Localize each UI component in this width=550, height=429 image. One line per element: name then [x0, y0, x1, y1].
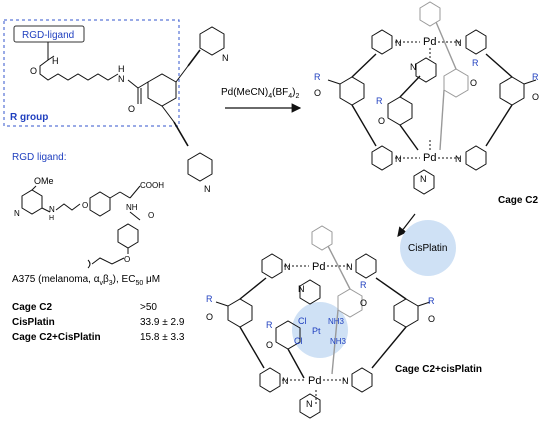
pyridine-n-top: N: [222, 53, 229, 63]
rgd-n1: N: [14, 209, 20, 218]
cisplatin-nh3-2: NH3: [330, 337, 347, 346]
cage-top-o4: O: [470, 78, 477, 88]
rgd-nh1: N: [49, 205, 55, 214]
cage-bottom-n5: N: [342, 376, 349, 386]
cage-bottom-o3: O: [266, 340, 273, 350]
cage-c2-cisplatin-structure: Pd Pd N N N N N N R O R O: [206, 225, 482, 419]
assay-row-name: Cage C2+CisPlatin: [12, 332, 101, 343]
cage-top-n5: N: [455, 154, 462, 164]
encapsulated-cisplatin-circle: [292, 302, 348, 358]
cage-bottom-o1: O: [206, 312, 213, 322]
pyridine-n-bottom: N: [204, 184, 211, 194]
cage-bottom-n4: N: [282, 376, 289, 386]
cage-top-n4: N: [395, 154, 402, 164]
cage-bottom-r3: R: [266, 320, 273, 330]
cage-top-r3: R: [376, 96, 383, 106]
cage-top-o2: O: [532, 92, 539, 102]
rgd-o2: O: [148, 211, 154, 220]
r-group-label: R group: [10, 112, 48, 123]
rgd-ligand-box: [13, 25, 85, 43]
cage-top-n6: N: [420, 174, 427, 184]
cage-bottom-r4: R: [360, 280, 367, 290]
amide-h-label: H: [118, 64, 125, 74]
ome-label: OMe: [34, 176, 54, 186]
cage-top-r1: R: [314, 72, 321, 82]
cage-c2-structure: Pd Pd N N N N N N R O R O: [314, 1, 539, 206]
cage-top-n3: N: [410, 62, 417, 72]
cage-top-o1: O: [314, 88, 321, 98]
cisplatin-nh3-1: NH3: [328, 317, 345, 326]
assay-row-name: CisPlatin: [12, 317, 55, 328]
rgd-ligand-box-label: RGD-ligand: [22, 30, 74, 41]
cage-bottom-n2: N: [346, 262, 353, 272]
cage-bottom-n6: N: [306, 399, 313, 409]
cisplatin-circle: [400, 220, 456, 276]
assay-row-value: >50: [140, 302, 157, 313]
cage-top-n1: N: [395, 38, 402, 48]
cage-bottom-r1: R: [206, 294, 213, 304]
cage-top-r2: R: [532, 72, 539, 82]
cage-top-o3: O: [378, 116, 385, 126]
cage-c2-label: Cage C2: [498, 195, 538, 206]
rgd-cooh: COOH: [140, 181, 164, 190]
cage-bottom-n3: N: [298, 284, 305, 294]
amide-nh-label: H: [52, 56, 59, 66]
cage-bottom-n1: N: [284, 262, 291, 272]
assay-title: A375 (melanoma, αvβ3), EC50 μM: [12, 274, 160, 287]
cisplatin-cl2: Cl: [294, 336, 303, 346]
cage-bottom-pd-upper: Pd: [312, 261, 325, 273]
cisplatin-pt: Pt: [312, 326, 321, 336]
rgd-ligand-title: RGD ligand:: [12, 152, 66, 163]
amide-o-label: O: [30, 66, 37, 76]
assay-row-name: Cage C2: [12, 302, 52, 313]
cage-bottom-o2: O: [428, 314, 435, 324]
assay-row-value: 15.8 ± 3.3: [140, 332, 185, 343]
cage-top-pd-upper: Pd: [423, 36, 436, 48]
cage-top-n2: N: [455, 38, 462, 48]
rgd-h1: H: [49, 215, 54, 222]
assay-table: A375 (melanoma, αvβ3), EC50 μM Cage C2 >…: [12, 274, 185, 343]
cage-bottom-o4: O: [360, 298, 367, 308]
rgd-o1: O: [82, 201, 88, 210]
cage-top-pd-lower: Pd: [423, 152, 436, 164]
cage-top-r4: R: [472, 58, 479, 68]
cisplatin-arrow: [397, 213, 416, 237]
cisplatin-cl1: Cl: [298, 316, 307, 326]
amide-n-label: N: [118, 74, 125, 84]
rgd-o3: O: [124, 255, 130, 264]
cage-c2-cisplatin-label: Cage C2+cisPlatin: [395, 364, 482, 375]
cage-bottom-r2: R: [428, 296, 435, 306]
cisplatin-arrow-label: CisPlatin: [408, 243, 447, 254]
ligand-carbonyl-o: O: [128, 104, 135, 114]
rgd-ligand-structure: RGD ligand: OMe N N H O COOH NH O O: [12, 152, 164, 269]
rgd-nh2: NH: [126, 203, 138, 212]
ligand-structure: RGD-ligand R group H O H N O N N: [3, 19, 229, 194]
r-group-dashed-box: [3, 19, 180, 127]
assay-row-value: 33.9 ± 2.9: [140, 317, 185, 328]
reagent-label: Pd(MeCN)4(BF4)2: [221, 87, 300, 100]
cage-bottom-pd-lower: Pd: [308, 375, 321, 387]
